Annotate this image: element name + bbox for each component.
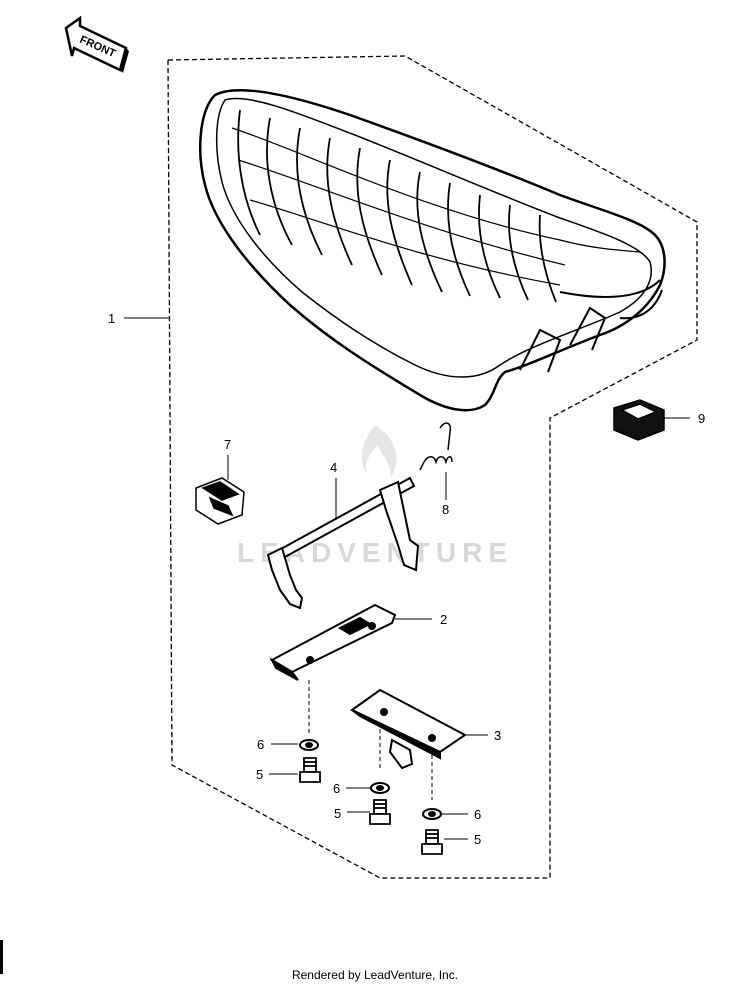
callout-5b: 5 (334, 806, 341, 821)
callout-6b: 6 (333, 781, 340, 796)
footer-credit: Rendered by LeadVenture, Inc. (291, 968, 459, 982)
callout-8: 8 (442, 502, 449, 517)
part-8-spring (419, 422, 453, 500)
seat-part (199, 89, 666, 412)
callout-6c: 6 (474, 807, 481, 822)
callout-9: 9 (698, 411, 705, 426)
bolt-5c (421, 829, 468, 855)
callout-4: 4 (330, 460, 337, 475)
part-7-block (195, 455, 245, 525)
part-2-bracket (269, 603, 432, 735)
washer-6c (422, 808, 468, 820)
assembly-boundary (167, 55, 698, 879)
callout-7: 7 (224, 437, 231, 452)
flame-watermark-icon (361, 425, 397, 478)
callout-3: 3 (494, 728, 501, 743)
callout-1: 1 (108, 311, 115, 326)
front-arrow: FRONT (64, 15, 129, 73)
part-3-bracket (350, 688, 488, 800)
washer-6b (346, 782, 390, 794)
callout-5a: 5 (256, 767, 263, 782)
part-9-grommet (613, 399, 690, 441)
bolt-5a (269, 757, 321, 783)
callout-5c: 5 (474, 832, 481, 847)
washer-6a (271, 739, 319, 751)
callout-2: 2 (440, 612, 447, 627)
bolt-5b (347, 799, 391, 825)
left-edge-bar (0, 940, 3, 974)
callout-6a: 6 (257, 737, 264, 752)
part-4-lock-rod (266, 476, 420, 610)
